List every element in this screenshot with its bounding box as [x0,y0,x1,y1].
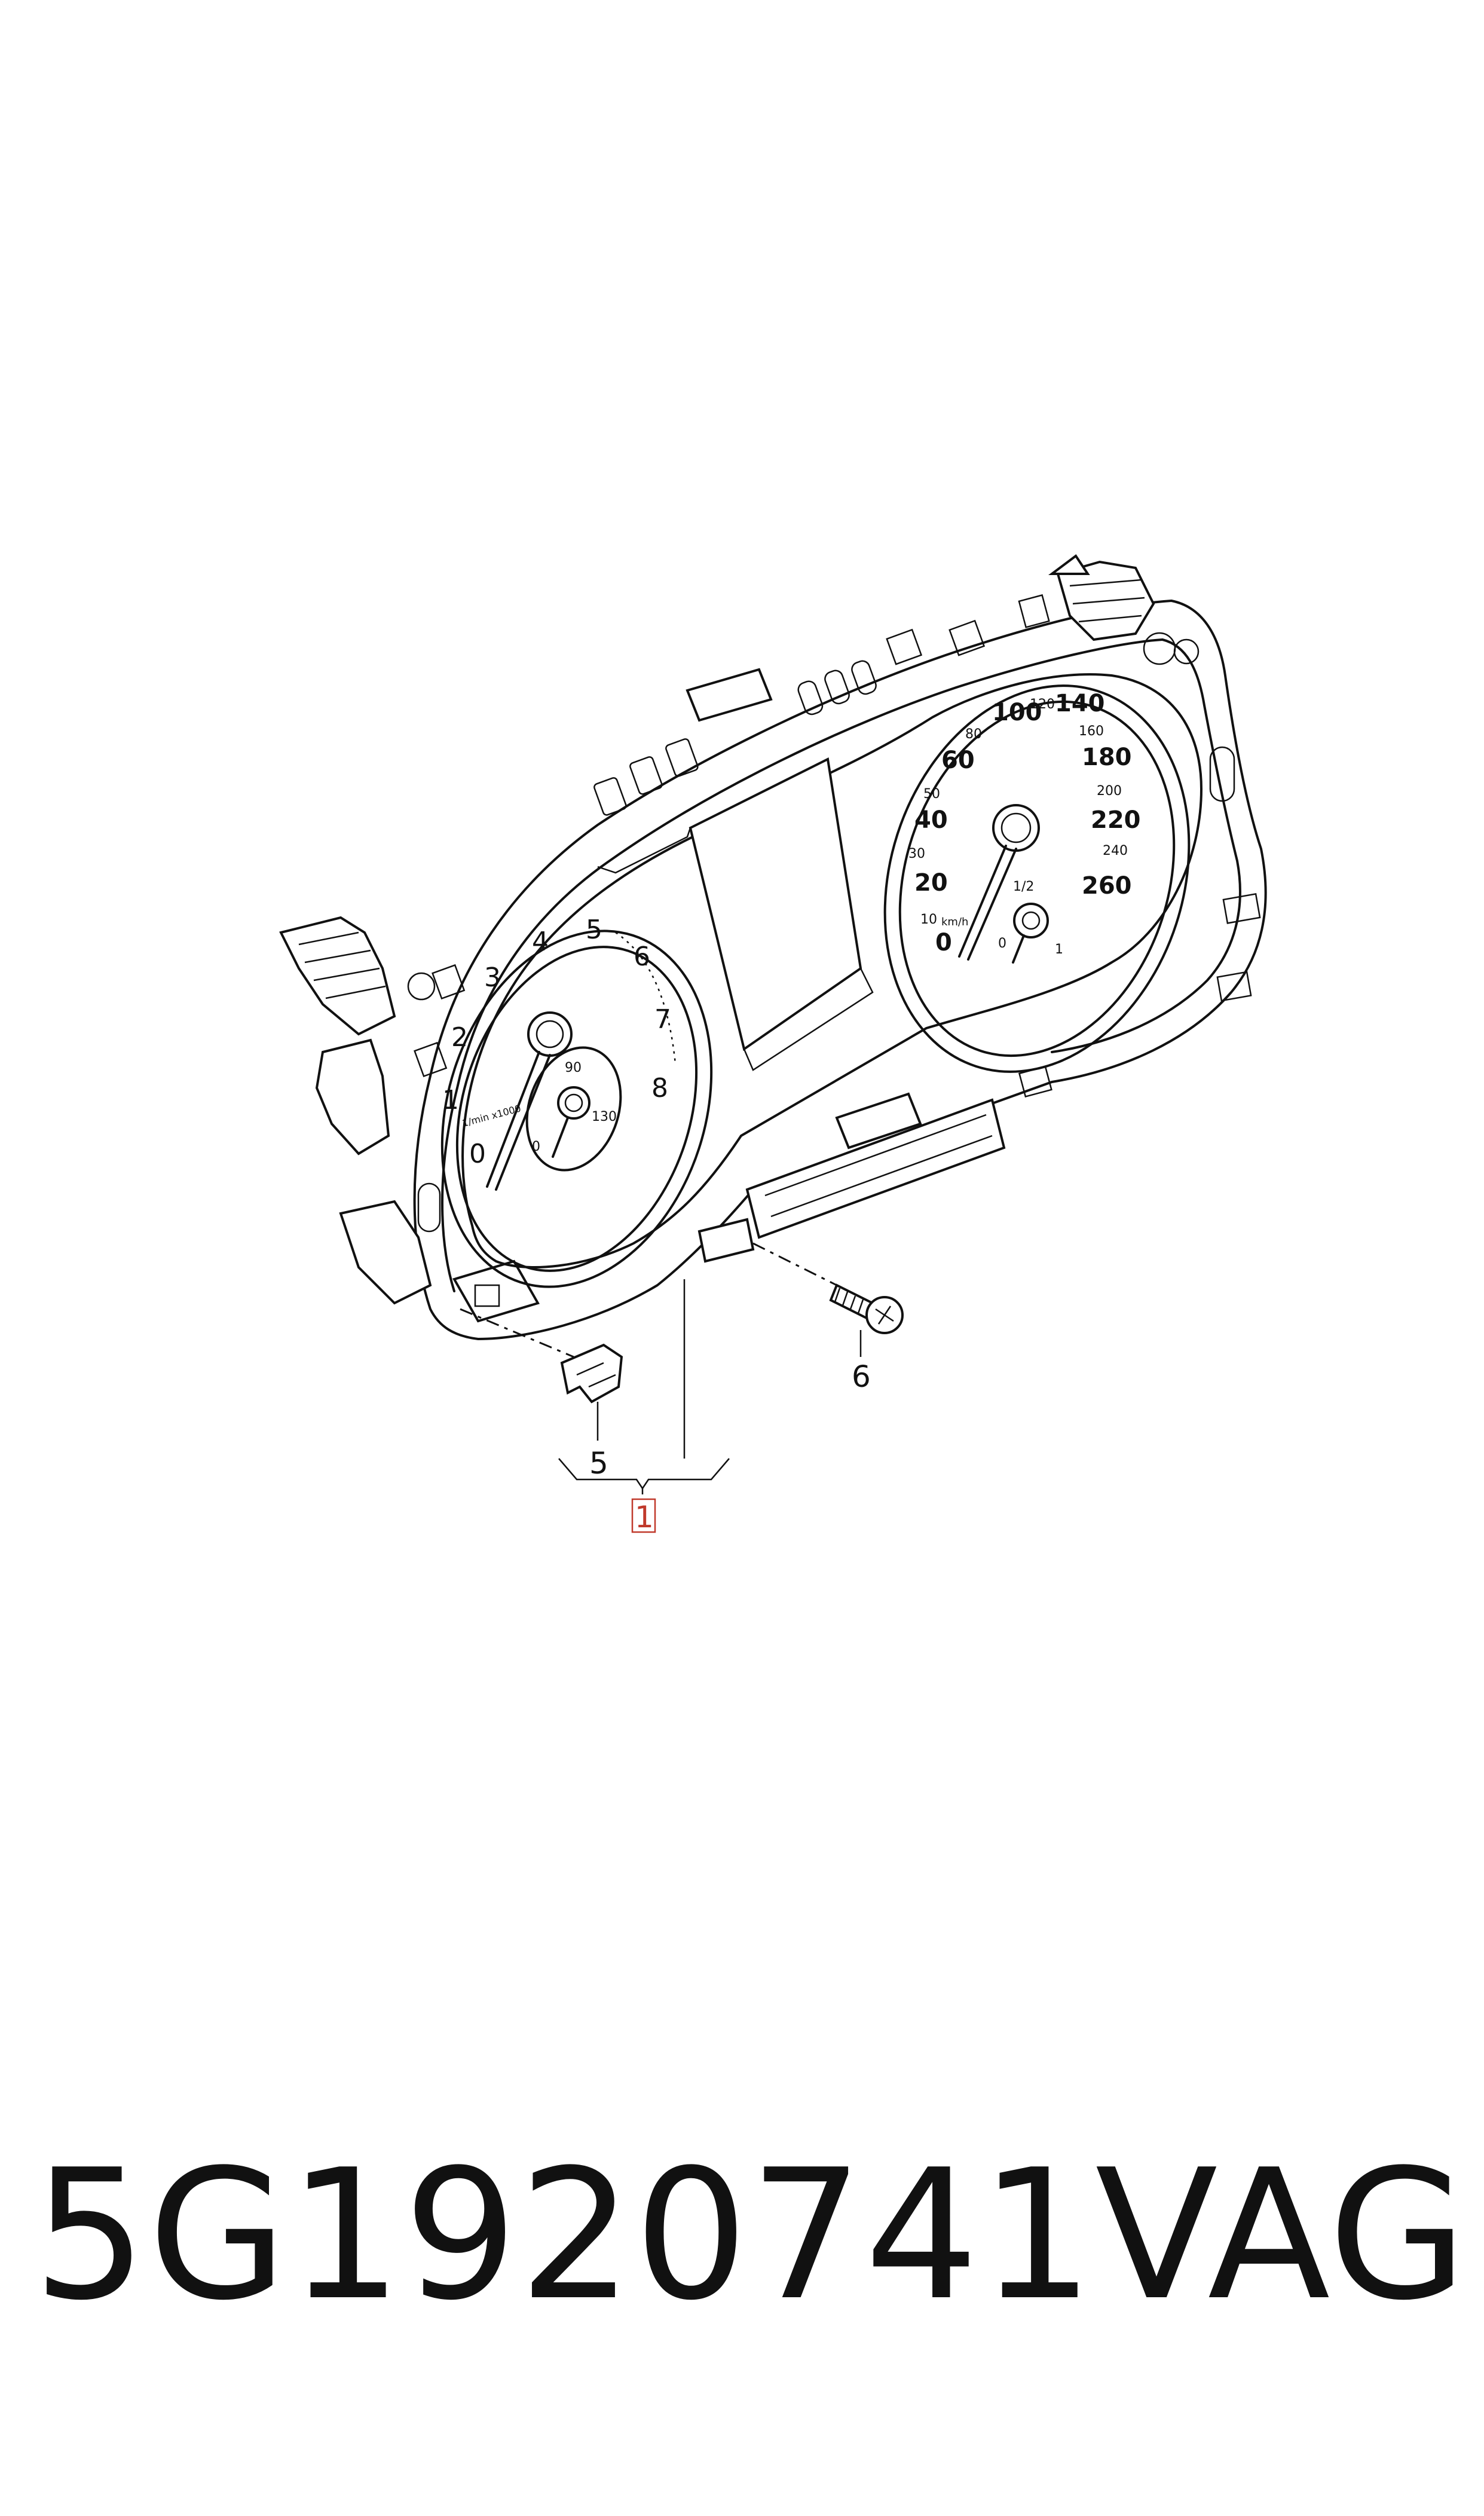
tach-label-2: 2 [451,1022,468,1053]
fuel-label-half: 1/2 [1013,879,1034,894]
speed-label-240: 240 [1103,843,1128,858]
temp-label-90: 90 [565,1060,582,1075]
speed-label-60: 60 [941,747,975,774]
brand-label: VAG [1095,2131,1468,2340]
speed-label-140: 140 [1055,690,1105,717]
tachometer: 0 1 2 3 4 5 6 7 8 1/min x1000 0 90 130 [440,915,713,1288]
speed-needle-hub [992,804,1040,852]
fuel-label-0: 0 [998,936,1006,951]
speed-label-160: 160 [1079,724,1104,739]
screw-part [752,1242,904,1357]
temp-label-0: 0 [532,1139,540,1154]
tach-label-3: 3 [484,962,501,993]
part-number: 5G1920741 [33,2131,1096,2340]
housing-slots [407,594,1261,1233]
fuel-label-1: 1 [1055,942,1063,957]
speed-label-180: 180 [1082,744,1132,771]
speed-unit: km/h [941,916,968,928]
speed-label-40: 40 [914,806,948,834]
callout-6: 6 [852,1359,871,1394]
temp-label-130: 130 [592,1109,617,1124]
center-display [597,757,874,1071]
tach-label-1: 1 [442,1085,459,1115]
speed-label-50: 50 [923,787,940,802]
speed-label-0: 0 [935,929,952,956]
tach-label-8: 8 [651,1073,668,1103]
speed-label-220: 220 [1091,806,1141,834]
callout-bracket [558,1279,730,1494]
part-number-footer: 5G1920741 VAG [33,2128,1467,2343]
tach-label-0: 0 [469,1139,486,1169]
callout-1-box[interactable] [631,1498,656,1533]
speed-label-260: 260 [1082,872,1132,900]
speed-label-10: 10 [920,912,937,927]
speed-label-30: 30 [908,846,925,861]
tach-label-6: 6 [634,941,650,972]
speed-label-80: 80 [965,727,982,742]
tach-needle-hub [527,1011,573,1057]
tach-label-7: 7 [654,1004,671,1035]
fuel-gauge-hub [1013,903,1049,938]
tach-label-4: 4 [532,927,549,957]
clip-part [460,1308,623,1441]
callout-1[interactable]: 1 [635,1500,654,1534]
speed-label-200: 200 [1097,784,1122,799]
speed-label-20: 20 [914,869,948,897]
callout-5: 5 [589,1446,608,1481]
speedometer: 0 20 40 60 100 140 180 220 260 10 30 50 … [883,684,1191,1073]
speed-label-120: 120 [1030,697,1055,712]
tach-label-5: 5 [586,915,602,945]
speed-label-100: 100 [992,699,1042,726]
